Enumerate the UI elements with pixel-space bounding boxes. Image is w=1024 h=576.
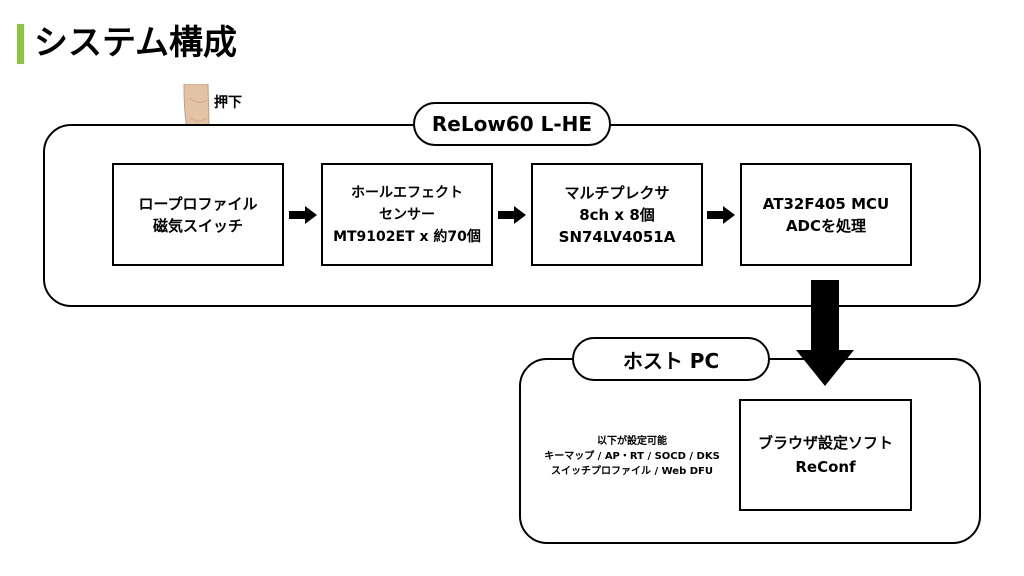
flow-arrow-right-icon <box>289 206 317 224</box>
note-line: スイッチプロファイル / Web DFU <box>551 466 713 477</box>
host-group-label: ホスト PC <box>572 337 770 381</box>
component-line: 8ch x 8個 <box>579 205 655 224</box>
component-line: AT32F405 MCU <box>762 194 890 213</box>
flow-arrow-right-icon <box>707 206 735 224</box>
component-line: MT9102ET x 約70個 <box>333 228 481 245</box>
component-low-profile-switch: ロープロファイル 磁気スイッチ <box>112 163 284 266</box>
component-line: ADCを処理 <box>785 216 867 235</box>
component-line: SN74LV4051A <box>558 227 676 246</box>
component-line: ブラウザ設定ソフト <box>757 434 893 452</box>
component-line: マルチプレクサ <box>564 183 670 202</box>
title-accent-bar <box>17 24 24 64</box>
component-mcu: AT32F405 MCU ADCを処理 <box>740 163 912 266</box>
page-title: システム構成 <box>34 23 237 63</box>
component-line: センサー <box>379 206 435 223</box>
component-line: ロープロファイル <box>138 194 258 213</box>
note-line: キーマップ / AP・RT / SOCD / DKS <box>544 451 720 462</box>
configurable-features-note: 以下が設定可能 キーマップ / AP・RT / SOCD / DKS スイッチプ… <box>528 434 736 479</box>
component-browser-config-software: ブラウザ設定ソフト ReConf <box>739 399 912 511</box>
press-label: 押下 <box>214 95 242 111</box>
component-multiplexer: マルチプレクサ 8ch x 8個 SN74LV4051A <box>531 163 703 266</box>
flow-arrow-right-icon <box>498 206 526 224</box>
device-group-label: ReLow60 L-HE <box>413 102 611 146</box>
note-line: 以下が設定可能 <box>597 436 667 447</box>
component-line: ReConf <box>795 458 856 476</box>
component-line: 磁気スイッチ <box>152 216 243 235</box>
flow-arrow-down-icon <box>796 280 854 386</box>
component-hall-effect-sensor: ホールエフェクト センサー MT9102ET x 約70個 <box>321 163 493 266</box>
component-line: ホールエフェクト <box>351 184 463 201</box>
